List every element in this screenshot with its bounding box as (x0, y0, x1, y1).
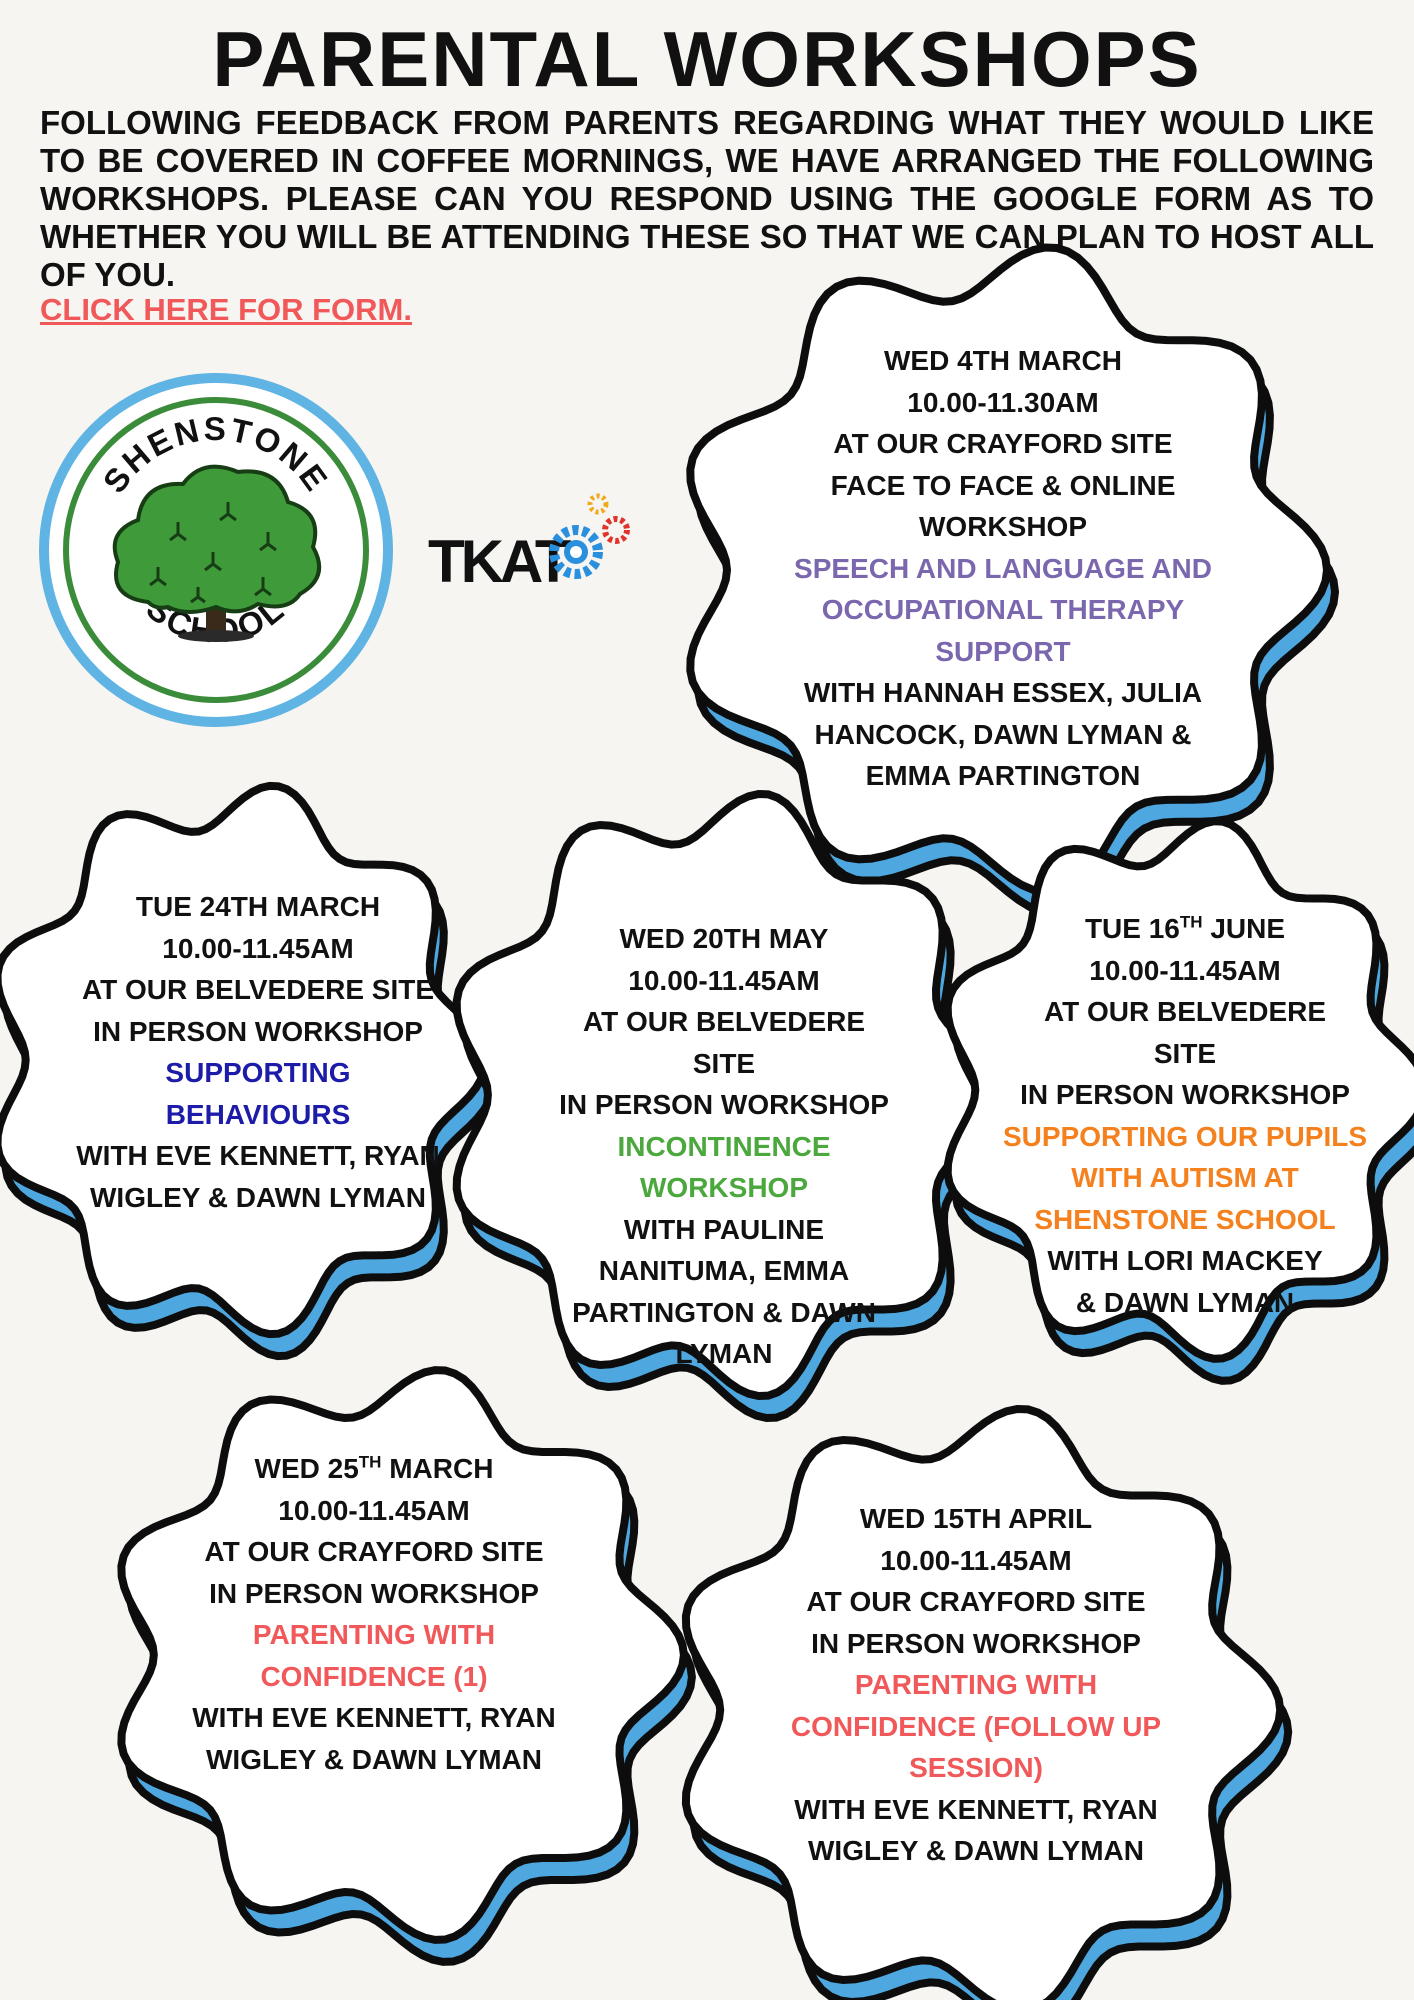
workshop-topic: SPEECH AND LANGUAGE AND OCCUPATIONAL THE… (794, 552, 1212, 667)
workshop-format: IN PERSON WORKSHOP (93, 1015, 423, 1047)
blob-shape (0, 781, 490, 1339)
intro-text: FOLLOWING FEEDBACK FROM PARENTS REGARDIN… (40, 104, 1374, 293)
workshop-presenters: WITH LORI MACKEY & DAWN LYMAN (1047, 1245, 1323, 1318)
workshop-topic: SUPPORTING OUR PUPILS WITH AUTISM AT SHE… (1002, 1120, 1368, 1235)
workshop-site: AT OUR CRAYFORD SITE (204, 1536, 544, 1567)
workshop-time: 10.00-11.45AM (278, 1494, 470, 1526)
workshop-blob-1 (686, 243, 1340, 919)
blob-shape (452, 789, 1003, 1401)
workshop-time: 10.00-11.30AM (907, 386, 1099, 418)
tkat-text: TKAT (428, 528, 571, 595)
blob-shape (681, 1404, 1285, 2000)
workshop-date: WED 25TH MARCH (254, 1452, 494, 1484)
workshop-site: AT OUR CRAYFORD SITE (833, 428, 1173, 459)
workshop-card-6: WED 15TH APRIL 10.00-11.45AM AT OUR CRAY… (760, 1498, 1192, 1872)
workshop-blob-4 (943, 817, 1414, 1385)
blob-shape (686, 243, 1332, 897)
workshop-format: FACE TO FACE & ONLINE WORKSHOP (830, 469, 1176, 543)
date-superscript: TH (1179, 912, 1203, 932)
workshop-format: IN PERSON WORKSHOP (1020, 1079, 1350, 1110)
workshop-format: IN PERSON WORKSHOP (209, 1577, 539, 1609)
workshop-presenters: WITH PAULINE NANITUMA, EMMA PARTINGTON &… (572, 1213, 876, 1370)
workshop-site: AT OUR BELVEDERE SITE (582, 1006, 866, 1079)
workshop-presenters: WITH EVE KENNETT, RYAN WIGLEY & DAWN LYM… (76, 1140, 440, 1213)
workshop-date: WED 20TH MAY (619, 923, 829, 954)
workshop-topic: PARENTING WITH CONFIDENCE (FOLLOW UP SES… (790, 1669, 1162, 1783)
workshop-time: 10.00-11.45AM (162, 932, 354, 964)
workshop-time: 10.00-11.45AM (628, 964, 820, 996)
blob-shape (117, 1366, 688, 1944)
workshop-topic: INCONTINENCE WORKSHOP (617, 1130, 831, 1204)
workshop-format: IN PERSON WORKSHOP (559, 1089, 889, 1120)
workshop-presenters: WITH EVE KENNETT, RYAN WIGLEY & DAWN LYM… (192, 1702, 556, 1775)
workshop-date: WED 4TH MARCH (884, 345, 1122, 376)
workshop-presenters: WITH EVE KENNETT, RYAN WIGLEY & DAWN LYM… (794, 1793, 1158, 1867)
workshop-site: AT OUR BELVEDERE SITE (81, 974, 435, 1005)
workshop-format: IN PERSON WORKSHOP (811, 1627, 1141, 1659)
workshop-topic: PARENTING WITH CONFIDENCE (1) (252, 1619, 496, 1692)
page-title: PARENTAL WORKSHOPS (212, 15, 1202, 103)
workshop-time: 10.00-11.45AM (880, 1544, 1072, 1576)
date-superscript: TH (358, 1452, 382, 1472)
workshop-card-4: TUE 16TH JUNE 10.00-11.45AM AT OUR BELVE… (1000, 908, 1370, 1323)
blob-shape (943, 817, 1414, 1363)
workshop-time: 10.00-11.45AM (1089, 954, 1281, 986)
gear-icon (549, 493, 630, 579)
workshop-site: AT OUR BELVEDERE SITE (1043, 996, 1327, 1069)
workshop-card-3: WED 20TH MAY 10.00-11.45AM AT OUR BELVED… (538, 918, 910, 1375)
workshop-presenters: WITH HANNAH ESSEX, JULIA HANCOCK, DAWN L… (803, 677, 1203, 791)
shenstone-school-logo: SHENSTONE SCHOOL (39, 373, 393, 727)
tree-icon (112, 464, 322, 642)
workshop-blob-5 (117, 1366, 696, 1966)
workshop-date: WED 15TH APRIL (859, 1503, 1093, 1534)
workshop-site: AT OUR CRAYFORD SITE (806, 1586, 1146, 1617)
workshop-blob-6 (681, 1404, 1293, 2000)
tkat-logo: TKAT (428, 493, 630, 595)
workshop-date: TUE 16TH JUNE (1084, 912, 1286, 944)
workshop-card-2: TUE 24TH MARCH 10.00-11.45AM AT OUR BELV… (60, 886, 456, 1218)
form-link[interactable]: CLICK HERE FOR FORM. (40, 292, 412, 327)
workshop-blob-3 (452, 789, 1011, 1423)
workshop-topic: SUPPORTING BEHAVIOURS (165, 1057, 351, 1130)
workshop-date: TUE 24TH MARCH (135, 891, 381, 922)
workshop-blob-2 (0, 781, 498, 1361)
workshop-card-5: WED 25TH MARCH 10.00-11.45AM AT OUR CRAY… (166, 1448, 582, 1780)
workshop-card-1: WED 4TH MARCH 10.00-11.30AM AT OUR CRAYF… (748, 340, 1258, 797)
